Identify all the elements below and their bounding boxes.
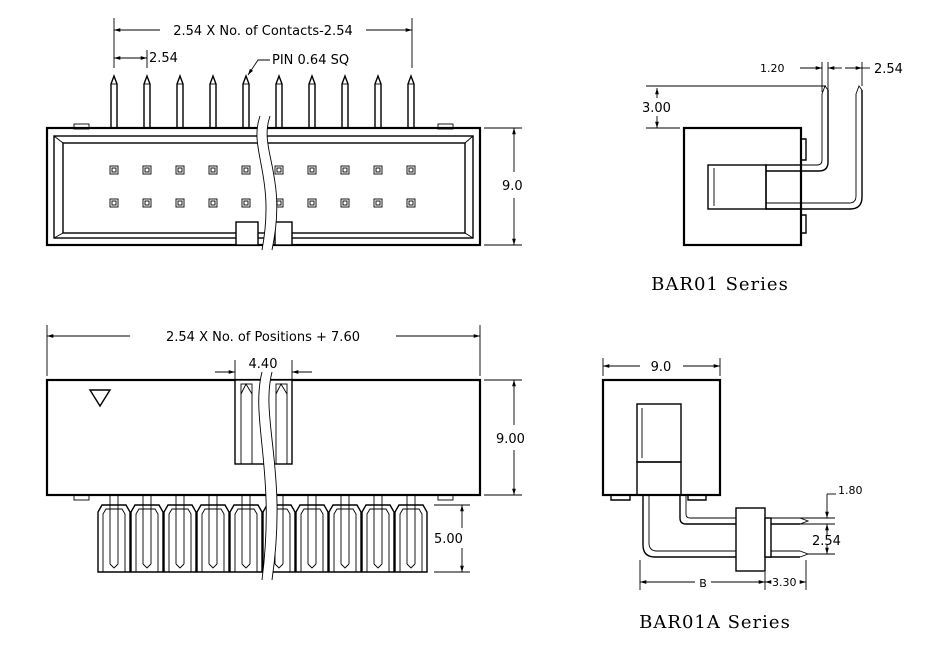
contact-square xyxy=(340,165,350,175)
bar01a-dim-d: 3.30 xyxy=(772,576,797,589)
bar01a-pin-lower xyxy=(642,495,800,558)
contact-square xyxy=(241,198,251,208)
contact-square xyxy=(274,165,284,175)
bottom-dim-height: 9.00 xyxy=(496,432,525,447)
bar01-housing xyxy=(682,126,803,247)
contact-square xyxy=(406,198,416,208)
contact-square xyxy=(208,165,218,175)
top-break-left xyxy=(256,115,267,251)
contact-square xyxy=(373,198,383,208)
bottom-dim-total: 2.54 X No. of Positions + 7.60 xyxy=(166,330,360,345)
top-pins xyxy=(110,74,415,128)
bar01-dim-c: 3.00 xyxy=(642,101,671,116)
top-pin xyxy=(407,74,415,128)
contact-square xyxy=(208,198,218,208)
bar01a-housing xyxy=(601,378,722,497)
bar01-window xyxy=(707,164,767,210)
bottom-break-right xyxy=(268,371,278,581)
bottom-pin xyxy=(328,495,362,573)
top-dim-height: 9.0 xyxy=(502,179,523,194)
top-pin xyxy=(308,74,316,128)
bottom-pin xyxy=(196,495,230,573)
top-key-left xyxy=(235,221,259,246)
top-pin xyxy=(242,74,250,128)
contact-square xyxy=(109,165,119,175)
bottom-dim-key: 4.40 xyxy=(249,357,278,372)
bottom-pin xyxy=(394,495,428,573)
bar01-caption: BAR01 Series xyxy=(651,274,789,295)
top-pin xyxy=(374,74,382,128)
top-break-right xyxy=(266,115,278,251)
top-pin xyxy=(143,74,151,128)
contact-square xyxy=(142,198,152,208)
contact-square xyxy=(373,165,383,175)
bar01-dim-a: 1.20 xyxy=(760,62,785,75)
top-ear-right xyxy=(437,123,454,130)
bar01a-dim-b: 2.54 xyxy=(812,534,841,549)
bar01-side-view: 1.20 2.54 3.00 BAR01 Series xyxy=(642,62,903,295)
bar01a-side-view: 9.0 1.80 2.54 B 3.30 BAR01A Series xyxy=(601,358,863,633)
top-pin-callout: PIN 0.64 SQ xyxy=(272,53,349,68)
top-dim-pitch: 2.54 xyxy=(149,51,178,66)
bottom-front-view: 2.54 X No. of Positions + 7.60 4.40 9.00… xyxy=(45,325,525,581)
bar01a-window xyxy=(636,403,682,463)
bottom-pin xyxy=(97,495,131,573)
contact-square xyxy=(340,198,350,208)
bar01a-dim-width: 9.0 xyxy=(651,360,672,375)
bar01a-pin-upper xyxy=(679,495,800,525)
top-pin xyxy=(176,74,184,128)
bar01-dim-b: 2.54 xyxy=(874,62,903,77)
top-ear-left xyxy=(73,123,90,130)
bar01a-spacer xyxy=(735,507,766,572)
bottom-dim-pin: 5.00 xyxy=(434,532,463,547)
contact-square xyxy=(109,198,119,208)
contact-square xyxy=(241,165,251,175)
top-key-right xyxy=(274,221,293,246)
contact-square xyxy=(307,198,317,208)
top-front-view: 2.54 X No. of Contacts-2.54 2.54 PIN 0.6… xyxy=(45,18,523,251)
contact-square xyxy=(406,165,416,175)
bottom-pins xyxy=(97,495,428,573)
top-pin xyxy=(209,74,217,128)
top-pin xyxy=(275,74,283,128)
bottom-break-left xyxy=(258,371,267,581)
top-pin xyxy=(110,74,118,128)
top-pin xyxy=(341,74,349,128)
bar01a-dim-c: B xyxy=(699,577,707,590)
bottom-pin xyxy=(130,495,164,573)
contact-square xyxy=(175,165,185,175)
bar01-pin-upper xyxy=(766,90,829,172)
bar01-pin-lower xyxy=(766,90,863,210)
top-dim-total: 2.54 X No. of Contacts-2.54 xyxy=(173,24,352,39)
bar01a-dim-a: 1.80 xyxy=(838,484,863,497)
bar01a-insert xyxy=(636,461,682,496)
bottom-pin xyxy=(163,495,197,573)
contact-square xyxy=(142,165,152,175)
bottom-pin xyxy=(229,495,263,573)
bar01a-caption: BAR01A Series xyxy=(639,612,791,633)
contact-square xyxy=(175,198,185,208)
bottom-pin xyxy=(361,495,395,573)
contact-square xyxy=(307,165,317,175)
bottom-pin xyxy=(295,495,329,573)
top-contacts xyxy=(109,165,416,208)
pin1-triangle-icon xyxy=(88,389,112,408)
